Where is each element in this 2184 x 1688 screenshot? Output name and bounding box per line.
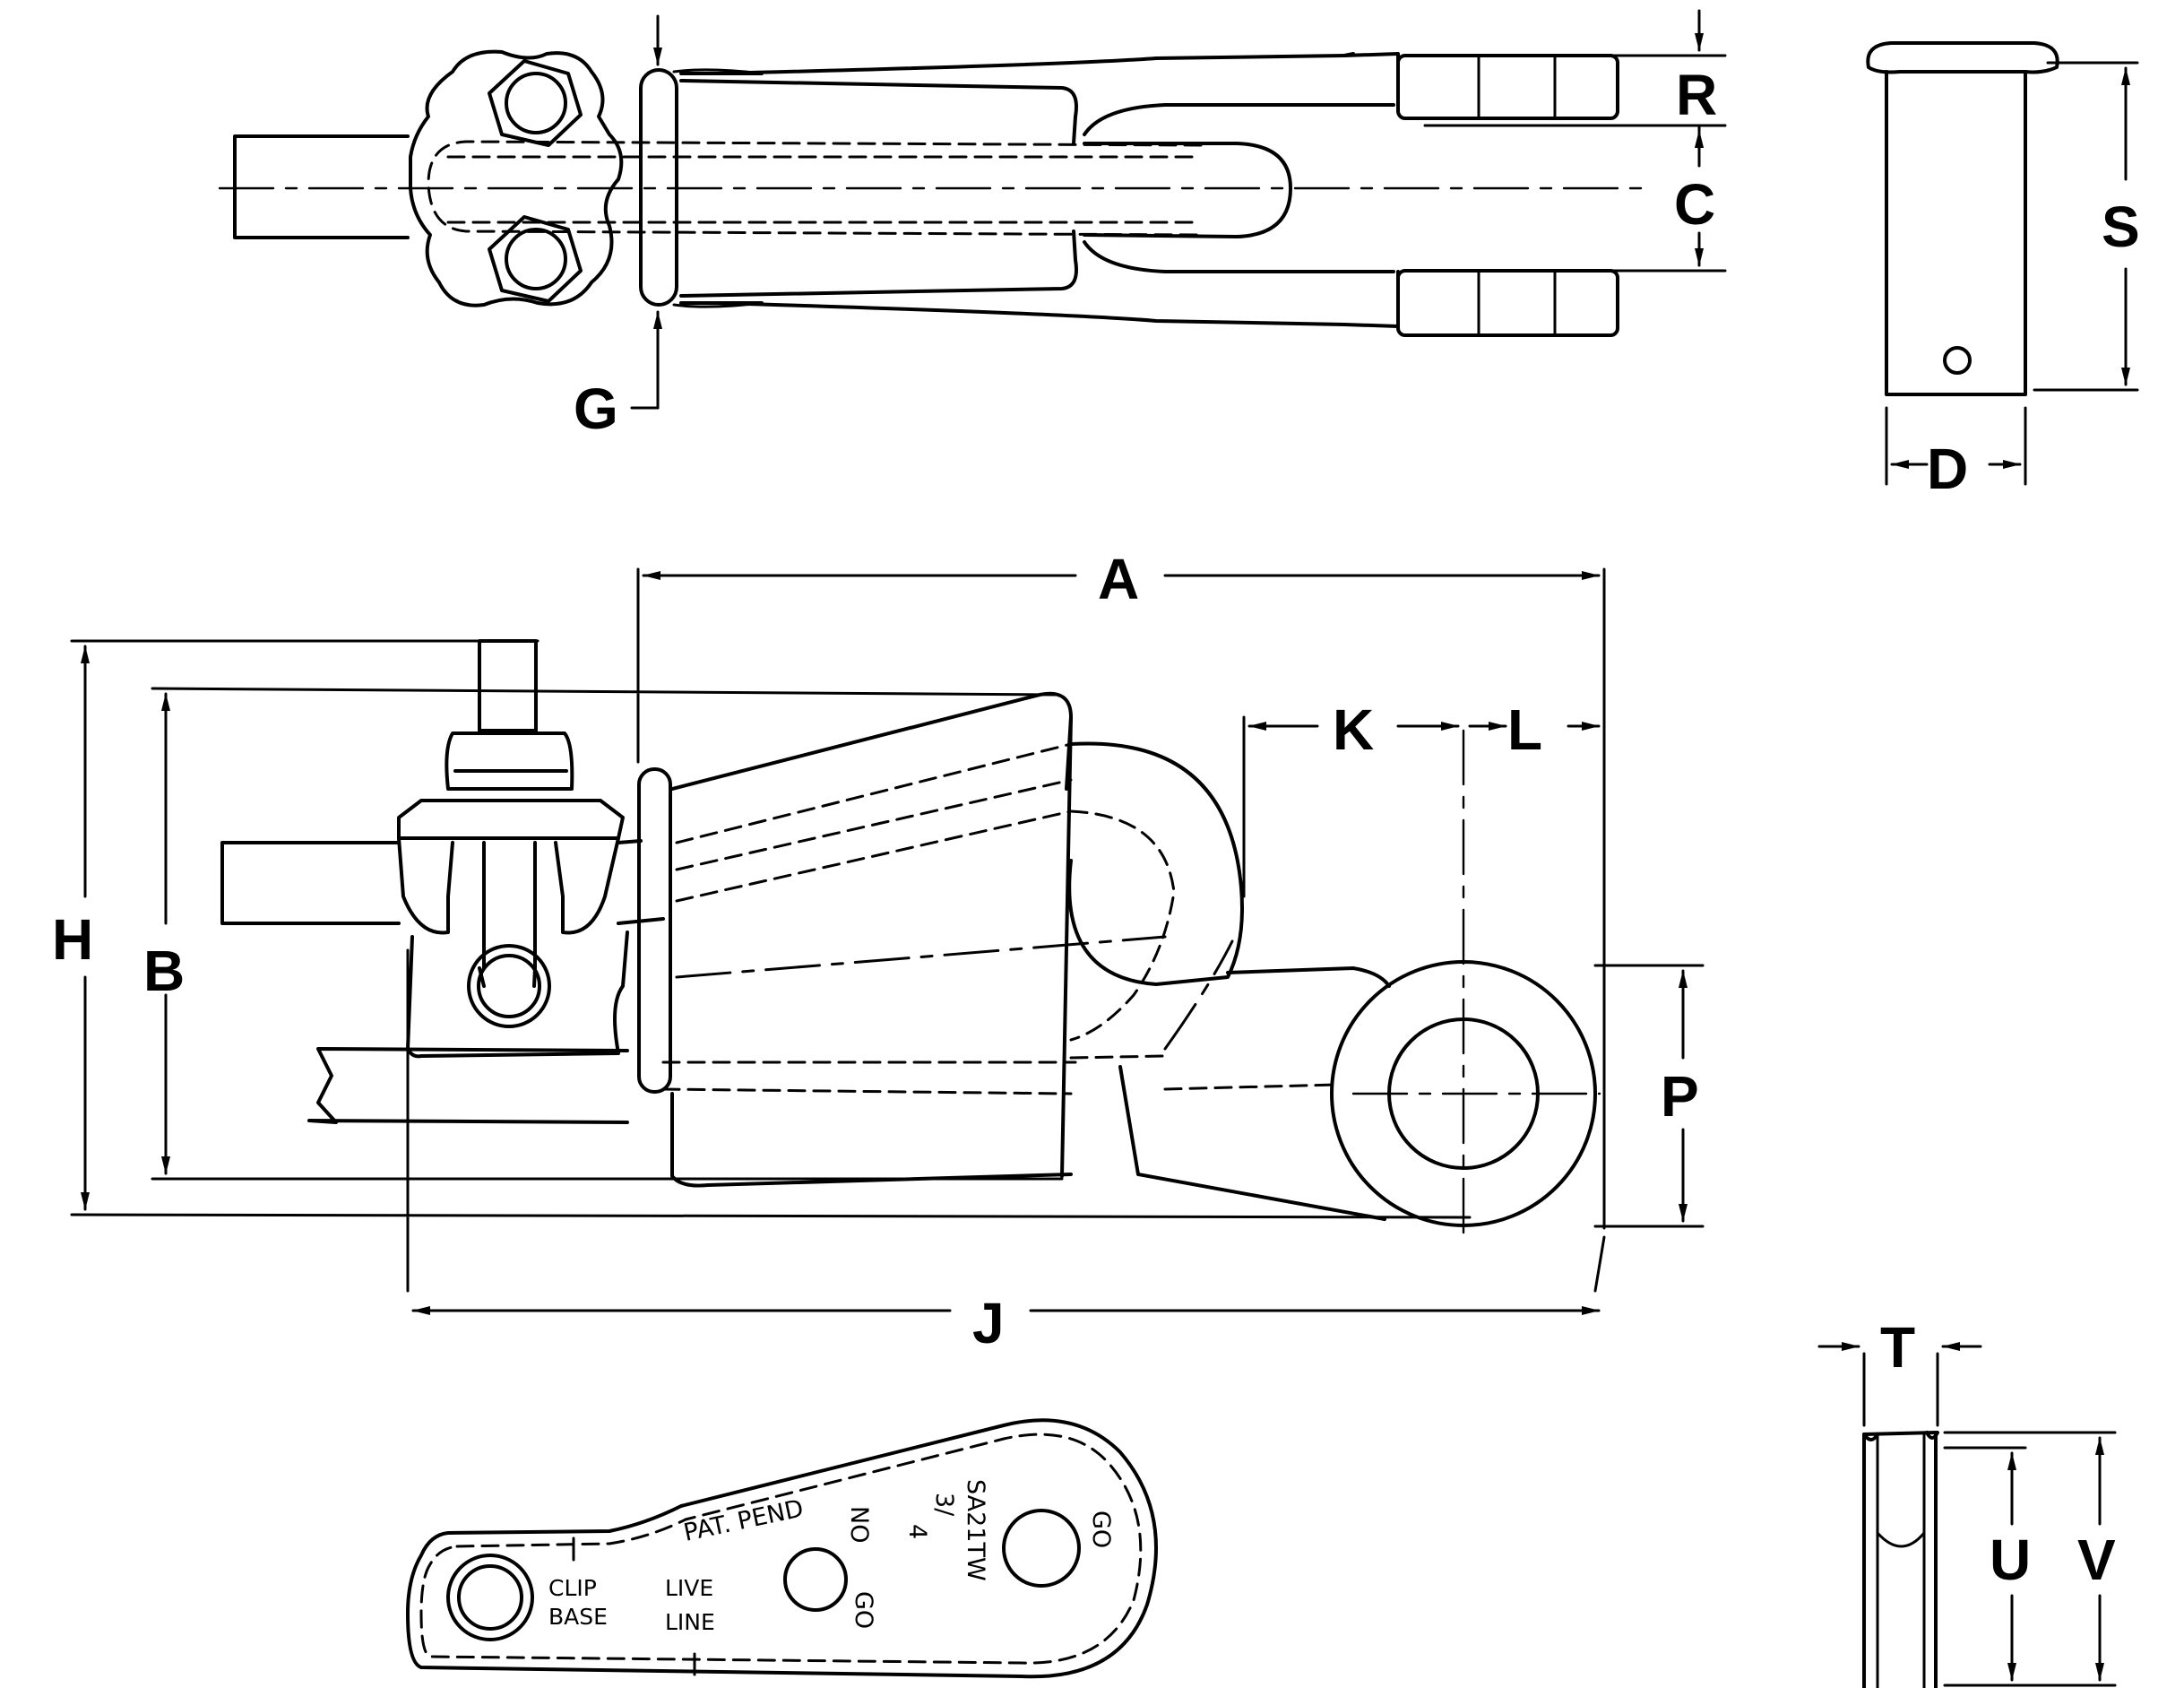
pin-detail: S D (1866, 41, 2140, 501)
stamp-go-small: GO (850, 1591, 877, 1629)
stamp-model: SA21TW (962, 1479, 989, 1581)
top-nut-upper (488, 59, 583, 147)
side-washer (637, 767, 672, 1094)
side-saddle (397, 799, 625, 840)
dim-label-h: H (52, 907, 93, 972)
gauge-plate: PAT. PEND CLIP BASE LIVE LINE NO GO 3/ 4… (406, 1418, 1158, 1679)
dim-label-v: V (2077, 1528, 2116, 1592)
stamp-live: LIVE (665, 1575, 713, 1601)
dim-label-c: C (1674, 172, 1715, 237)
top-rod (233, 134, 410, 239)
stamp-line: LINE (665, 1609, 715, 1635)
side-conductor (307, 1047, 629, 1124)
stamp-fraction-top: 3/ (930, 1493, 958, 1517)
dim-label-a: A (1098, 547, 1139, 611)
spacer-outline (1862, 1431, 1938, 1688)
stamp-clip: CLIP (548, 1575, 597, 1601)
side-nut (445, 731, 574, 791)
side-hook (1067, 741, 1244, 986)
dim-label-u: U (1990, 1528, 2031, 1592)
pin-hole (1943, 346, 1972, 375)
dim-label-r: R (1676, 63, 1717, 127)
spacer-detail: T U V (1817, 1315, 2117, 1688)
dim-label-d: D (1927, 437, 1968, 501)
clip-base-hole-outer (446, 1554, 534, 1641)
go-hole (1002, 1509, 1081, 1588)
top-yoke-loop (1083, 141, 1292, 238)
top-clamp-body (409, 49, 624, 307)
dim-label-j: J (972, 1291, 1005, 1355)
clip-base-hole-inner (457, 1564, 523, 1631)
stamp-base: BASE (548, 1604, 608, 1630)
dim-label-g: G (574, 377, 618, 441)
top-ubolt-hidden (427, 140, 1203, 237)
dim-label-s: S (2102, 195, 2140, 259)
pin-head (1866, 41, 2059, 74)
dim-label-l: L (1507, 697, 1542, 762)
stamp-go: GO (1087, 1511, 1115, 1548)
pin-shank (1885, 70, 2027, 396)
side-wedge (670, 691, 1073, 1188)
dim-label-p: P (1661, 1064, 1699, 1129)
dim-label-t: T (1880, 1315, 1915, 1380)
dim-label-b: B (143, 939, 185, 1003)
gauge-plate-outline (406, 1418, 1158, 1679)
top-main-body (679, 79, 1078, 298)
stamp-fraction-bottom: 4 (903, 1524, 931, 1539)
side-tongue (1118, 966, 1391, 1221)
stamp-no: NO (845, 1506, 873, 1543)
top-pin-upper (1342, 52, 1619, 120)
side-clamp-block (406, 931, 629, 1059)
top-yoke-upper (715, 54, 1395, 136)
dim-label-k: K (1333, 697, 1374, 762)
side-rod (220, 839, 665, 925)
top-pin-lower (1342, 269, 1619, 337)
no-go-hole (783, 1547, 848, 1612)
side-bolt (478, 639, 538, 732)
side-view: A K L H B P J (52, 547, 1705, 1355)
top-nut-lower (488, 215, 583, 303)
top-yoke-lower (715, 240, 1395, 326)
top-view: G R C (218, 9, 1727, 441)
